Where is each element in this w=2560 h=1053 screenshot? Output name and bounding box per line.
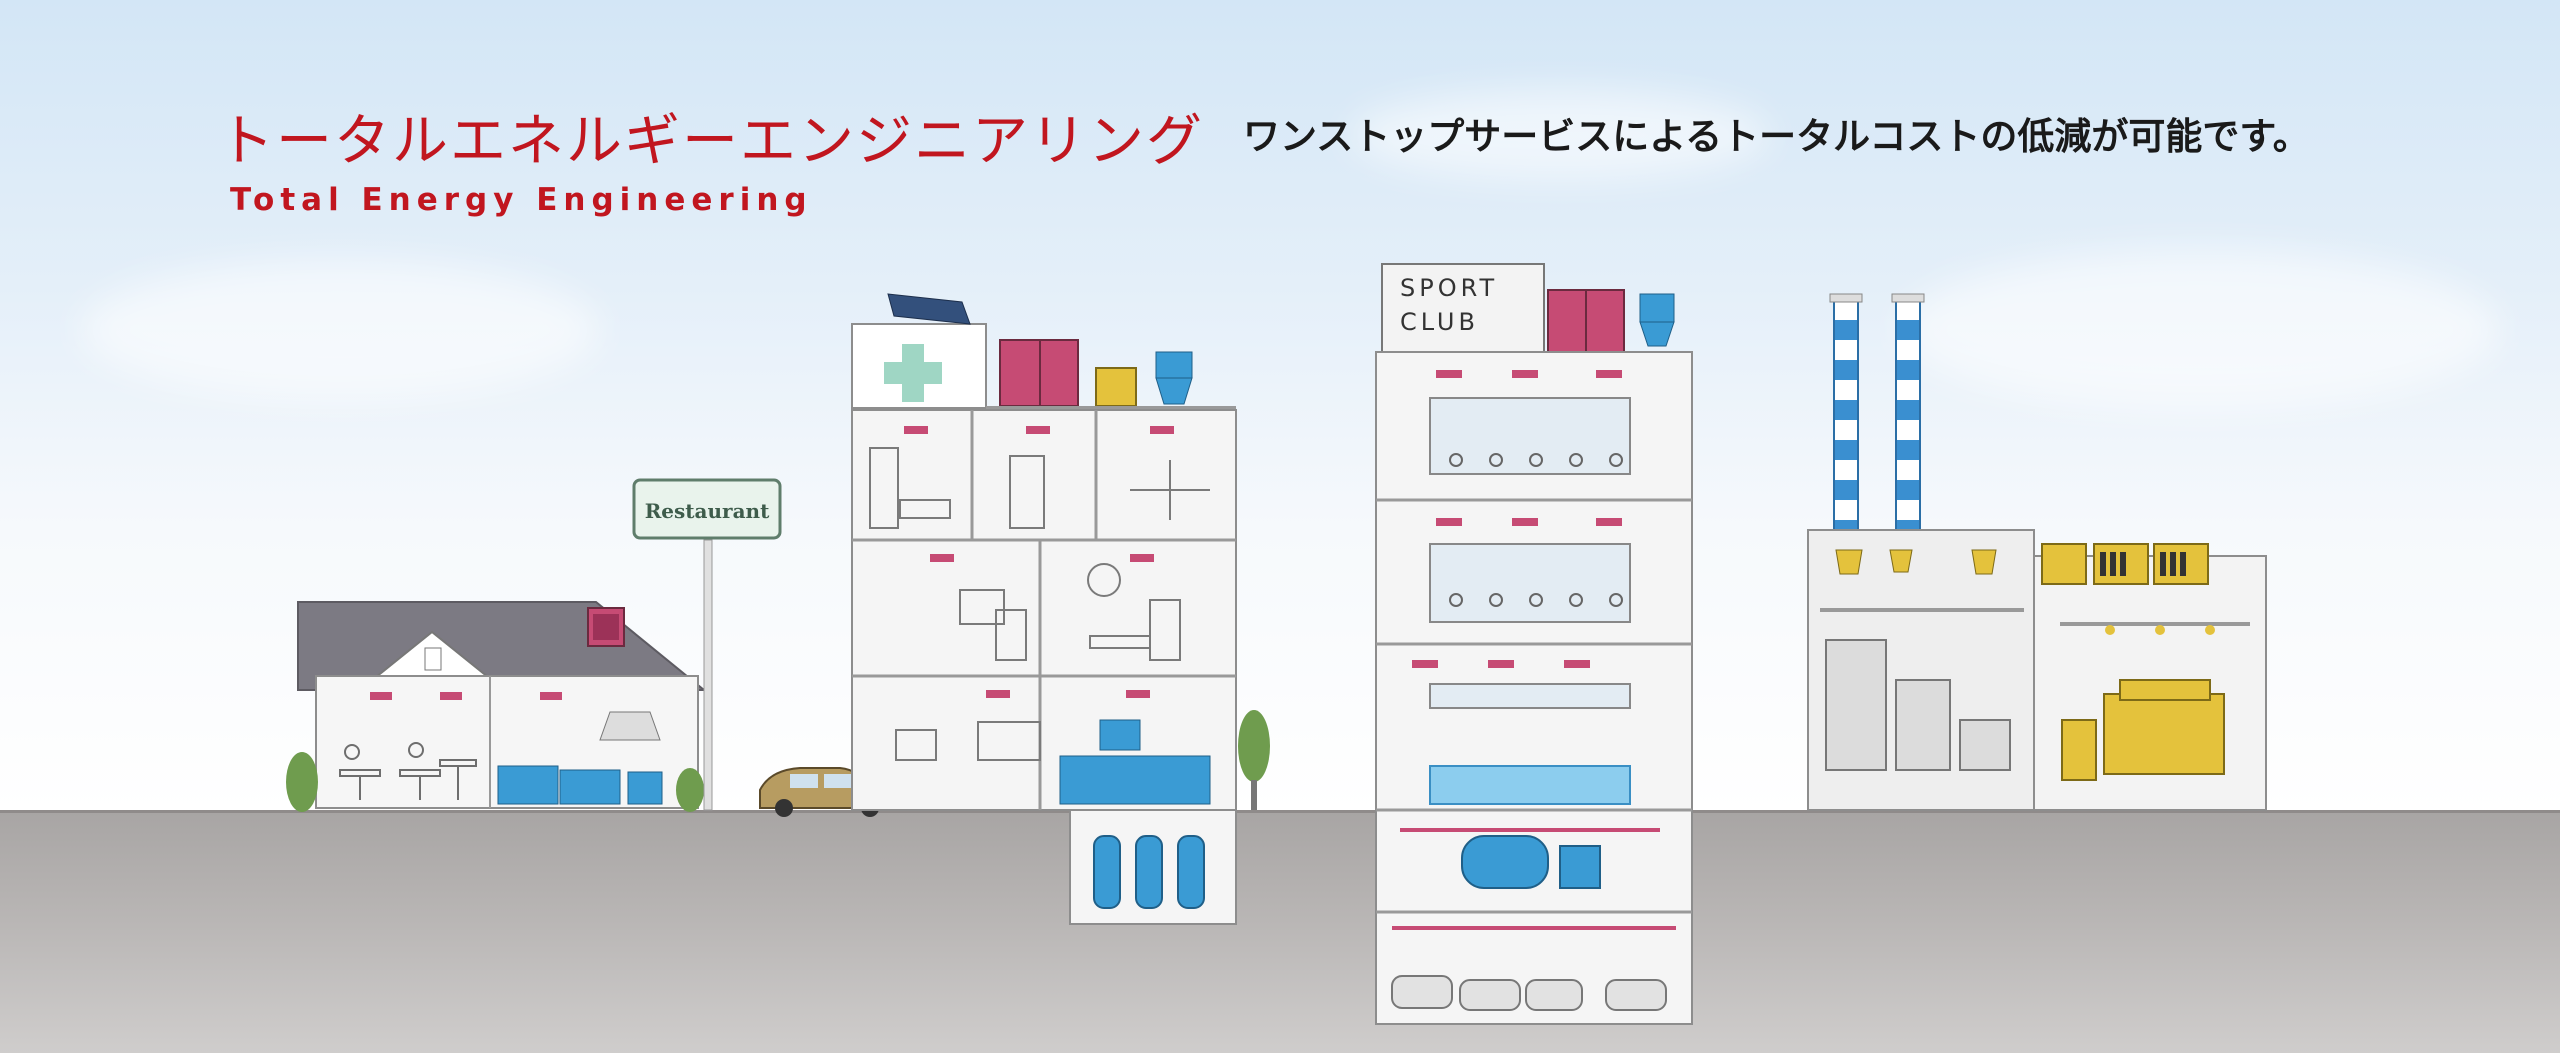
page-title: トータルエネルギーエンジニアリング: [218, 109, 1204, 174]
kitchen-counter: [497, 765, 559, 805]
medical-cross-icon: [884, 344, 942, 402]
restaurant-sign: [632, 478, 782, 540]
restaurant-building: Restaurant: [286, 478, 782, 812]
tagline: ワンストップサービスによるトータルコストの低減が可能です。: [1243, 115, 2310, 158]
sport-club-building: SPORT CLUB: [1375, 263, 1693, 1025]
rooftop-ac-unit: [1547, 289, 1587, 353]
factory-building: [1807, 293, 2267, 811]
cloud: [1350, 90, 1770, 180]
page-subtitle: Total Energy Engineering: [230, 182, 813, 218]
sport-club-sign: [1381, 263, 1545, 353]
generator: [2103, 693, 2225, 775]
cloud: [1900, 250, 2500, 410]
ground-line: [0, 810, 2560, 813]
boiler: [1461, 835, 1549, 889]
sport-club-sign-line1: SPORT: [1400, 274, 1498, 302]
ground: [0, 812, 2560, 1053]
chimney: [1895, 299, 1921, 531]
sport-club-sign-line2: CLUB: [1400, 308, 1479, 336]
hospital-building: [851, 293, 1270, 925]
swimming-pool: [1429, 765, 1631, 805]
rooftop-ac-unit: [999, 339, 1041, 407]
cloud: [80, 260, 600, 400]
restaurant-sign-text: Restaurant: [645, 499, 770, 523]
chimney: [1833, 299, 1859, 531]
solar-panel: [887, 293, 971, 325]
